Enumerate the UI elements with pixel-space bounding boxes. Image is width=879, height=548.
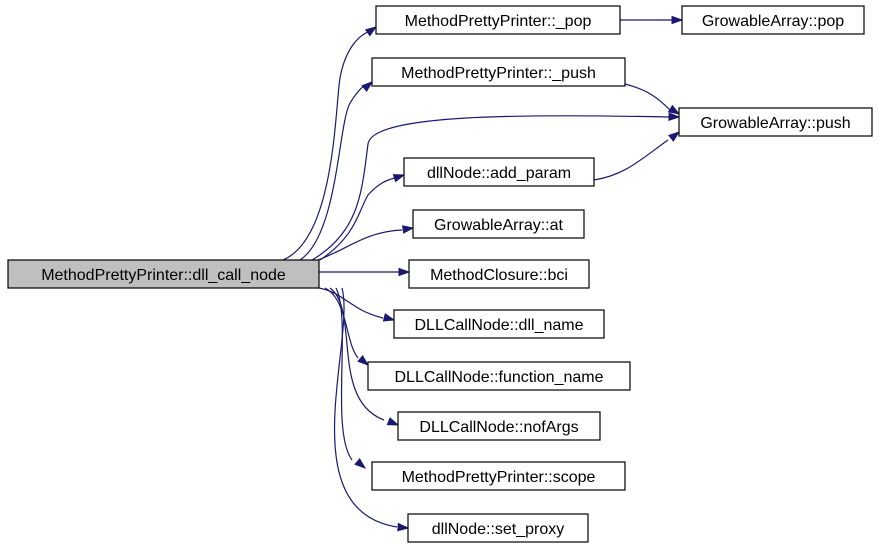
- node-label: MethodPrettyPrinter::dll_call_node: [41, 267, 286, 284]
- node-label: MethodPrettyPrinter::_push: [401, 65, 596, 82]
- node-box: [367, 361, 631, 391]
- node-label: DLLCallNode::dll_name: [415, 317, 584, 334]
- edge-line: [299, 85, 365, 261]
- edge-line: [624, 83, 671, 111]
- node-ga_pop[interactable]: GrowableArray::pop: [681, 5, 865, 35]
- edge-line: [317, 229, 403, 261]
- node-mpp_push[interactable]: MethodPrettyPrinter::_push: [371, 57, 626, 87]
- node-root[interactable]: MethodPrettyPrinter::dll_call_node: [7, 259, 320, 289]
- node-box: [403, 157, 595, 187]
- arrowhead: [392, 174, 406, 183]
- node-label: DLLCallNode::function_name: [394, 369, 603, 386]
- node-box: [393, 309, 605, 339]
- edge-line: [329, 287, 385, 421]
- arrowhead: [668, 112, 681, 121]
- call-graph-nodes: MethodPrettyPrinter::dll_call_nodeMethod…: [7, 5, 873, 543]
- call-graph-edges: [282, 15, 684, 532]
- node-box: [407, 513, 589, 543]
- arrowhead: [402, 225, 415, 234]
- arrowhead: [354, 457, 367, 469]
- edge-line: [282, 31, 369, 261]
- node-label: MethodPrettyPrinter::scope: [402, 469, 596, 486]
- node-box: [678, 107, 873, 137]
- edge-root-to-add_param: [319, 174, 406, 261]
- node-set_proxy[interactable]: dllNode::set_proxy: [407, 513, 589, 543]
- node-scope[interactable]: MethodPrettyPrinter::scope: [371, 461, 626, 491]
- node-label: dllNode::add_param: [427, 165, 571, 182]
- node-label: DLLCallNode::nofArgs: [419, 419, 578, 436]
- arrowhead: [398, 267, 411, 277]
- edge-root-to-function_name: [324, 287, 370, 366]
- node-label: dllNode::set_proxy: [432, 521, 565, 538]
- arrowhead: [668, 131, 681, 142]
- node-add_param[interactable]: dllNode::add_param: [403, 157, 595, 187]
- node-ga_push[interactable]: GrowableArray::push: [678, 107, 873, 137]
- edge-line: [333, 287, 398, 528]
- edge-line: [335, 287, 353, 461]
- node-label: MethodClosure::bci: [430, 267, 568, 284]
- node-box: [408, 259, 590, 289]
- node-box: [371, 461, 626, 491]
- node-box: [681, 5, 865, 35]
- node-label: GrowableArray::at: [434, 217, 563, 234]
- node-function_name[interactable]: DLLCallNode::function_name: [367, 361, 631, 391]
- node-label: GrowableArray::pop: [702, 13, 844, 30]
- node-box: [371, 57, 626, 87]
- arrowhead: [357, 354, 370, 366]
- edge-root-to-mpp_pop: [282, 26, 378, 261]
- arrowhead: [364, 26, 378, 37]
- node-box: [375, 5, 621, 35]
- edge-root-to-scope: [335, 287, 367, 469]
- arrowhead: [671, 15, 684, 25]
- edge-root-to-set_proxy: [333, 287, 410, 532]
- node-ga_at[interactable]: GrowableArray::at: [412, 209, 585, 239]
- arrowhead: [386, 417, 400, 426]
- edge-root-to-bci: [319, 267, 411, 277]
- node-dll_name[interactable]: DLLCallNode::dll_name: [393, 309, 605, 339]
- edge-root-to-ga_push: [311, 112, 681, 261]
- node-box: [7, 259, 320, 289]
- arrowhead: [667, 104, 681, 115]
- edge-mpp_pop-to-ga_pop: [620, 15, 684, 25]
- edge-line: [311, 115, 670, 261]
- node-box: [397, 411, 601, 441]
- node-box: [412, 209, 585, 239]
- arrowhead: [361, 81, 374, 93]
- node-bci[interactable]: MethodClosure::bci: [408, 259, 590, 289]
- node-nofArgs[interactable]: DLLCallNode::nofArgs: [397, 411, 601, 441]
- edge-add_param-to-ga_push: [593, 131, 681, 181]
- edge-line: [593, 139, 669, 181]
- node-label: MethodPrettyPrinter::_pop: [405, 13, 592, 30]
- arrowhead: [397, 522, 410, 532]
- edge-line: [318, 287, 384, 319]
- edge-line: [319, 177, 396, 261]
- edge-mpp_push-to-ga_push: [624, 83, 681, 115]
- node-mpp_pop[interactable]: MethodPrettyPrinter::_pop: [375, 5, 621, 35]
- arrowhead: [382, 313, 396, 322]
- edge-root-to-ga_at: [317, 225, 415, 261]
- edge-root-to-nofArgs: [329, 287, 400, 426]
- node-label: GrowableArray::push: [700, 115, 850, 132]
- edge-root-to-dll_name: [318, 287, 396, 322]
- edge-line: [324, 287, 359, 359]
- edge-root-to-mpp_push: [299, 81, 374, 261]
